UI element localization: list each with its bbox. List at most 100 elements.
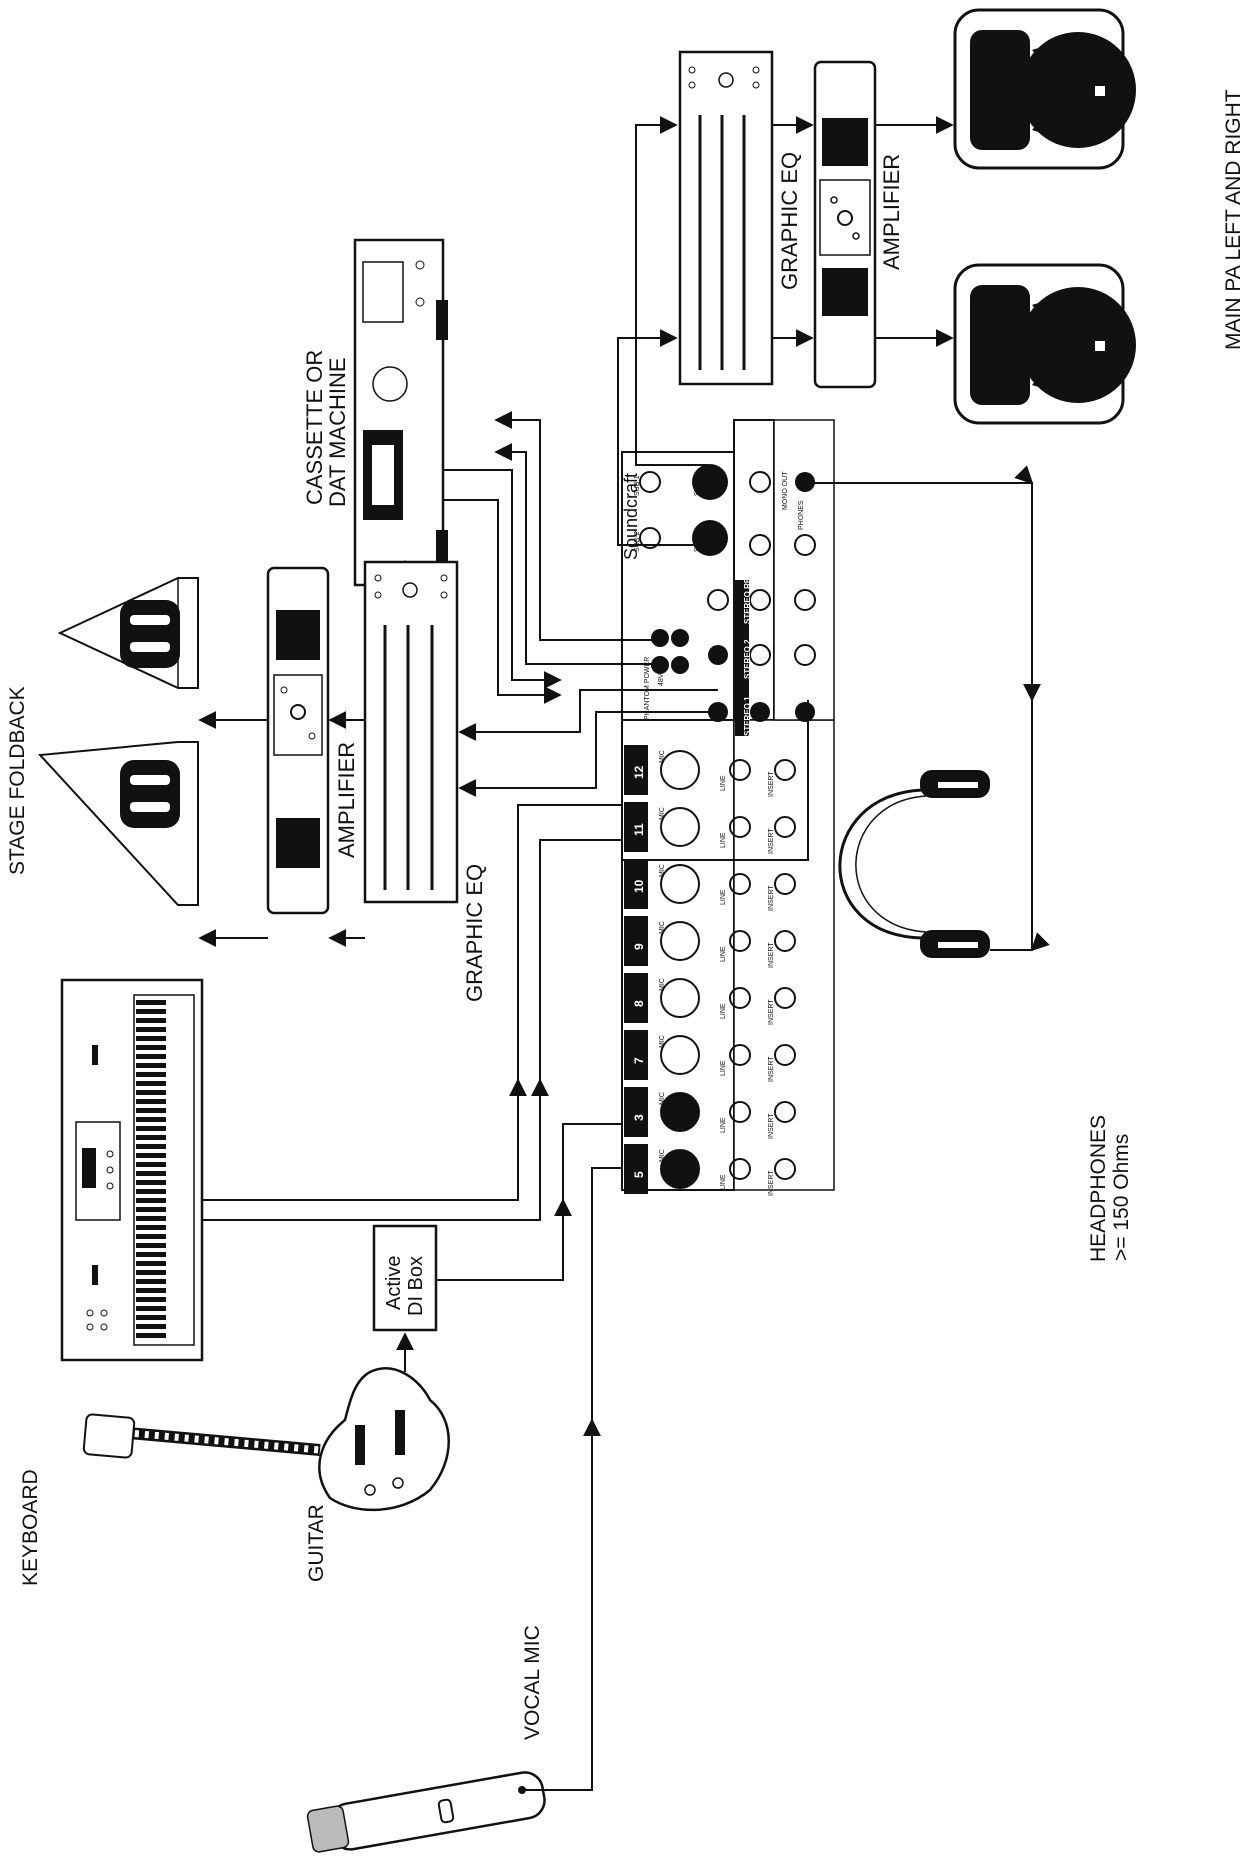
keyboard-to-mixer-2 — [202, 839, 622, 1221]
channel-number: 3 — [632, 1114, 646, 1121]
insert-jack — [774, 1044, 796, 1066]
mic-label: MIC — [659, 807, 666, 820]
keyboard-black-key — [136, 1090, 166, 1095]
label-amplifier-bottom: AMPLIFIER — [334, 741, 359, 858]
insert-label: INSERT — [768, 1170, 775, 1196]
keyboard-black-key — [136, 1027, 166, 1032]
keyboard-black-key — [136, 1180, 166, 1185]
insert-jack — [774, 987, 796, 1009]
tape-out — [494, 411, 660, 641]
stereo-in-line — [622, 700, 809, 861]
label-graphic-eq-top: GRAPHIC EQ — [777, 151, 802, 290]
mic-label: MIC — [659, 1035, 666, 1048]
keyboard-black-key — [136, 1207, 166, 1212]
channel-number: 10 — [632, 879, 646, 893]
section-label: STEREO RETURN — [743, 555, 752, 624]
phones-line — [812, 465, 1050, 952]
headphones — [838, 770, 990, 958]
label-guitar: GUITAR — [305, 1504, 328, 1582]
label-amplifier-top: AMPLIFIER — [879, 153, 904, 270]
mixer — [621, 419, 835, 1194]
tape-return-2 — [444, 499, 562, 704]
line-label: LINE — [720, 946, 727, 962]
keyboard-black-key — [136, 1198, 166, 1203]
sub-label: SUB-4 — [694, 475, 701, 496]
keyboard-black-key — [136, 1315, 166, 1320]
sub-label: SUB-1 — [634, 475, 641, 496]
stage-foldback-wedge-bottom — [37, 741, 199, 906]
label-headphones-line1: HEADPHONES — [1087, 1114, 1110, 1262]
keyboard-black-key — [136, 1018, 166, 1023]
keyboard-black-key — [136, 1234, 166, 1239]
mixer-misc-label: 48V — [658, 673, 665, 686]
line-input-jack — [729, 873, 751, 895]
line-label: LINE — [720, 889, 727, 905]
line-input-jack — [729, 816, 751, 838]
channel-number: 12 — [632, 765, 646, 779]
label-graphic-eq-bottom: GRAPHIC EQ — [462, 863, 487, 1002]
label-headphones-line2: >= 150 Ohms — [1110, 1133, 1133, 1261]
line-label: LINE — [720, 775, 727, 791]
keyboard-to-mixer-1 — [202, 804, 622, 1201]
keyboard — [60, 978, 204, 1362]
keyboard-black-key — [136, 1135, 166, 1140]
label-cassette-line2: DAT MACHINE — [325, 357, 350, 507]
channel-tab — [624, 802, 648, 852]
mic-label: MIC — [659, 750, 666, 763]
keyboard-black-key — [136, 1279, 166, 1284]
channel-number: 7 — [632, 1057, 646, 1064]
keyboard-black-key — [136, 1162, 166, 1167]
keyboard-black-key — [136, 1189, 166, 1194]
channel-tab — [624, 916, 648, 966]
keyboard-black-key — [136, 1225, 166, 1230]
channel-number: 11 — [632, 823, 646, 836]
keyboard-black-key — [136, 1063, 166, 1068]
mic-label: MIC — [659, 864, 666, 877]
tape-return-1 — [444, 469, 562, 689]
line-label: LINE — [720, 1174, 727, 1190]
keyboard-black-key — [136, 1117, 166, 1122]
channel-tab — [624, 745, 648, 795]
main-graphic-eq — [678, 50, 774, 386]
keyboard-black-key — [136, 1009, 166, 1014]
label-vocal-mic: VOCAL MIC — [521, 1625, 544, 1740]
label-cassette-line1: CASSETTE OR — [302, 349, 327, 505]
line-label: LINE — [720, 832, 727, 848]
channel-number: 9 — [632, 943, 646, 950]
label-keyboard: KEYBOARD — [19, 1469, 42, 1586]
guitar — [82, 1367, 450, 1512]
label-stage-foldback: STAGE FOLDBACK — [6, 686, 29, 875]
keyboard-black-key — [136, 1171, 166, 1176]
insert-label: INSERT — [768, 771, 775, 797]
label-main-pa: MAIN PA LEFT AND RIGHT — [1222, 89, 1245, 350]
keyboard-black-key — [136, 1144, 166, 1149]
sub-label: SUB-3 — [694, 531, 701, 552]
label-di-box-line1: Active — [383, 1255, 405, 1310]
insert-label: INSERT — [768, 1056, 775, 1082]
mic-label: MIC — [659, 978, 666, 991]
keyboard-black-key — [136, 1324, 166, 1329]
keyboard-black-key — [136, 1252, 166, 1257]
di-to-mixer — [436, 1123, 622, 1281]
line-input-jack — [729, 1044, 751, 1066]
insert-label: INSERT — [768, 828, 775, 854]
mic-input-xlr — [660, 1092, 700, 1132]
keyboard-black-key — [136, 1099, 166, 1104]
active-di-box — [372, 1224, 438, 1332]
foldback-graphic-eq — [363, 560, 459, 904]
line-label: LINE — [720, 1003, 727, 1019]
line-label: LINE — [720, 1117, 727, 1133]
keyboard-black-key — [136, 1054, 166, 1059]
mic-label: MIC — [659, 1149, 666, 1162]
keyboard-black-key — [136, 1288, 166, 1293]
sub-out-to-eq-lower — [617, 329, 708, 546]
keyboard-black-key — [136, 1216, 166, 1221]
insert-label: INSERT — [768, 999, 775, 1025]
mic-input-xlr — [660, 978, 700, 1018]
cassette-dat-machine — [353, 238, 448, 587]
mic-input-xlr — [660, 750, 700, 790]
main-pa-speaker-left — [953, 8, 1136, 170]
insert-jack — [774, 930, 796, 952]
keyboard-black-key — [136, 1045, 166, 1050]
